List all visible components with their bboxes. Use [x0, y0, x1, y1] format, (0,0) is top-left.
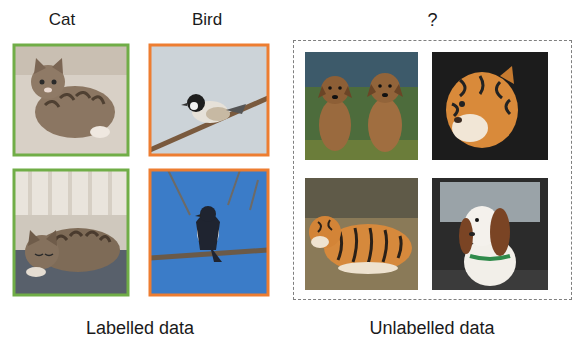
tiger-photo — [432, 52, 548, 160]
dog-photo — [432, 178, 548, 290]
bird-photo — [150, 170, 268, 295]
class-label: Bird — [192, 10, 222, 30]
bird-photo — [150, 45, 268, 155]
dogs-photo — [305, 52, 418, 160]
bird-frame — [150, 45, 268, 155]
cat-frame — [14, 45, 128, 155]
unlabelled-region: ? — [293, 40, 572, 300]
class-label: Cat — [49, 10, 75, 30]
bird-frame — [150, 170, 268, 295]
cat-frame — [14, 170, 128, 295]
group-caption: Labelled data — [86, 318, 194, 339]
tiger-photo — [305, 178, 418, 290]
region-heading: ? — [427, 10, 437, 31]
cat-photo — [14, 170, 128, 295]
group-caption: Unlabelled data — [369, 318, 494, 339]
cat-photo — [14, 45, 128, 155]
